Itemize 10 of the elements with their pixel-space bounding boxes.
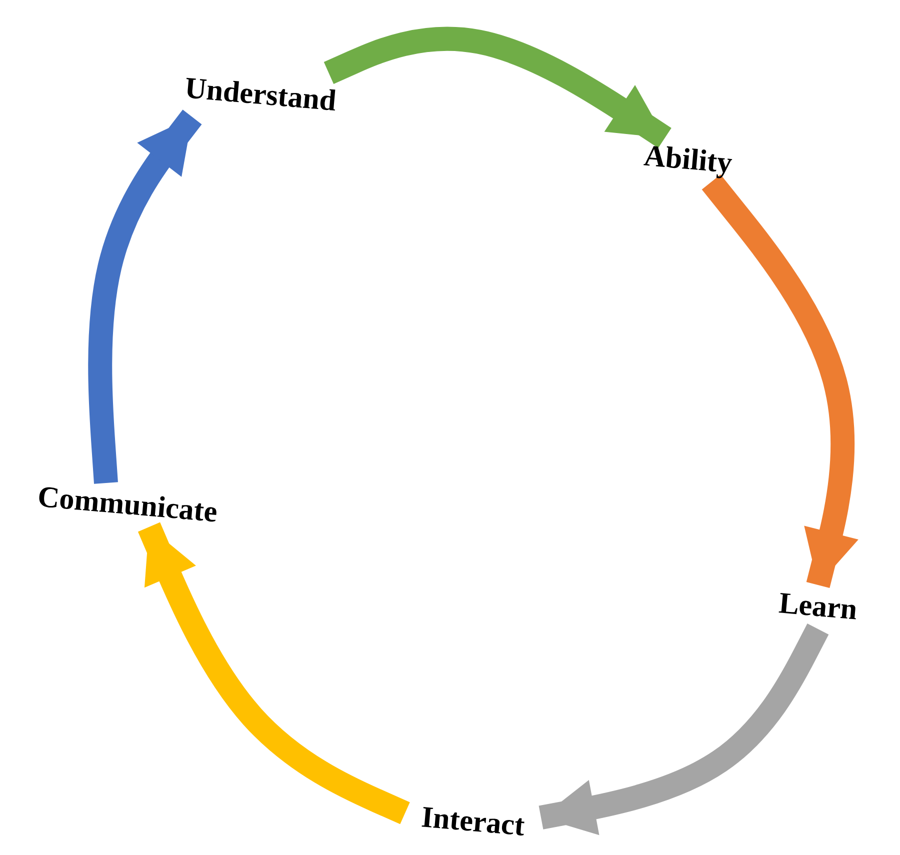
step-label: Ability xyxy=(642,139,734,181)
curved-arrow xyxy=(88,110,202,484)
step-label: Learn xyxy=(778,586,858,628)
curved-arrow xyxy=(324,26,672,148)
curved-arrow xyxy=(702,174,858,588)
step-label: Interact xyxy=(420,800,526,844)
curved-arrow xyxy=(138,522,410,824)
curved-arrow xyxy=(538,624,829,836)
step-label: Understand xyxy=(183,71,338,119)
step-label: Communicate xyxy=(36,480,219,530)
